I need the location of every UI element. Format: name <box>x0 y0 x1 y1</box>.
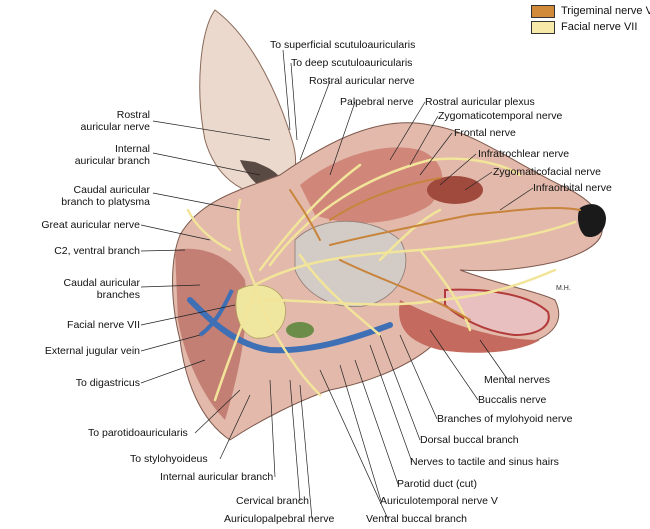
label-caudal-auricular-branches-line1: Caudal auricular <box>63 277 140 289</box>
trigeminal-swatch <box>531 4 555 18</box>
legend-label-facial: Facial nerve VII <box>561 21 638 33</box>
label-rostral-auricular-plexus: Rostral auricular plexus <box>425 96 535 108</box>
label-facial-nerve-vii: Facial nerve VII <box>67 319 140 331</box>
legend-item-trigeminal: Trigeminal nerve V <box>531 4 650 18</box>
label-parotid-duct: Parotid duct (cut) <box>397 478 477 490</box>
jugular-branch-vessel <box>198 289 234 337</box>
label-auriculotemporal-nerve-v: Auriculotemporal nerve V <box>380 495 498 507</box>
trigeminal-nerve-branches <box>289 177 581 321</box>
label-rostral-auricular-nerve-line2: auricular nerve <box>80 121 150 133</box>
mandibular-gland <box>286 322 314 338</box>
label-to-stylohyoideus: To stylohyoideus <box>130 453 208 465</box>
label-nerves-tactile-sinus-hairs: Nerves to tactile and sinus hairs <box>410 456 559 468</box>
label-dorsal-buccal-branch: Dorsal buccal branch <box>420 434 519 446</box>
label-superficial-scutuloauricularis: To superficial scutuloauricularis <box>270 39 416 51</box>
label-caudal-auricular-platysma-line2: branch to platysma <box>61 196 150 208</box>
label-branches-mylohyoid-nerve: Branches of mylohyoid nerve <box>437 413 573 425</box>
external-jugular-vein-vessel <box>187 297 393 354</box>
label-frontal-nerve: Frontal nerve <box>454 127 516 139</box>
label-great-auricular-nerve: Great auricular nerve <box>41 219 140 231</box>
nose <box>577 204 606 238</box>
facial-swatch <box>531 20 555 34</box>
label-internal-auricular-branch-line2: auricular branch <box>74 155 150 167</box>
label-palpebral-nerve: Palpebral nerve <box>340 96 414 108</box>
label-caudal-auricular-platysma-line1: Caudal auricular <box>73 184 150 196</box>
legend-item-facial: Facial nerve VII <box>531 20 637 34</box>
label-internal-auricular-branch-bottom: Internal auricular branch <box>160 471 274 483</box>
label-buccalis-nerve: Buccalis nerve <box>478 394 547 406</box>
label-ventral-buccal-branch: Ventral buccal branch <box>366 513 467 525</box>
parotid-gland <box>235 284 286 339</box>
label-auriculopalpebral-nerve: Auriculopalpebral nerve <box>224 513 335 525</box>
label-infraorbital-nerve: Infraorbital nerve <box>533 182 612 194</box>
lower-jaw <box>399 300 540 353</box>
label-c2-ventral-branch: C2, ventral branch <box>54 245 140 257</box>
leader-lines <box>140 49 534 520</box>
neck-muscles <box>175 248 247 420</box>
label-zygomaticofacial-nerve: Zygomaticofacial nerve <box>493 166 601 178</box>
label-to-parotidoauricularis: To parotidoauricularis <box>88 427 188 439</box>
label-external-jugular-vein: External jugular vein <box>44 345 140 357</box>
legend-label-trigeminal: Trigeminal nerve V <box>561 5 650 17</box>
label-rostral-auricular-nerve-top: Rostral auricular nerve <box>309 75 415 87</box>
label-internal-auricular-branch-line1: Internal <box>114 143 150 155</box>
label-rostral-auricular-nerve-line1: Rostral <box>116 109 150 121</box>
artist-mark: M.H. <box>556 285 571 292</box>
mouth-opening <box>444 288 550 337</box>
label-to-digastricus: To digastricus <box>75 377 140 389</box>
label-zygomaticotemporal-nerve: Zygomaticotemporal nerve <box>438 110 563 122</box>
masseter-muscle <box>294 220 407 307</box>
eye <box>427 176 483 204</box>
label-caudal-auricular-branches-line2: branches <box>96 289 140 301</box>
label-mental-nerves: Mental nerves <box>484 374 550 386</box>
label-infratrochlear-nerve: Infratrochlear nerve <box>478 148 570 160</box>
label-cervical-branch: Cervical branch <box>236 495 309 507</box>
label-deep-scutuloauricularis: To deep scutuloauricularis <box>291 57 413 69</box>
